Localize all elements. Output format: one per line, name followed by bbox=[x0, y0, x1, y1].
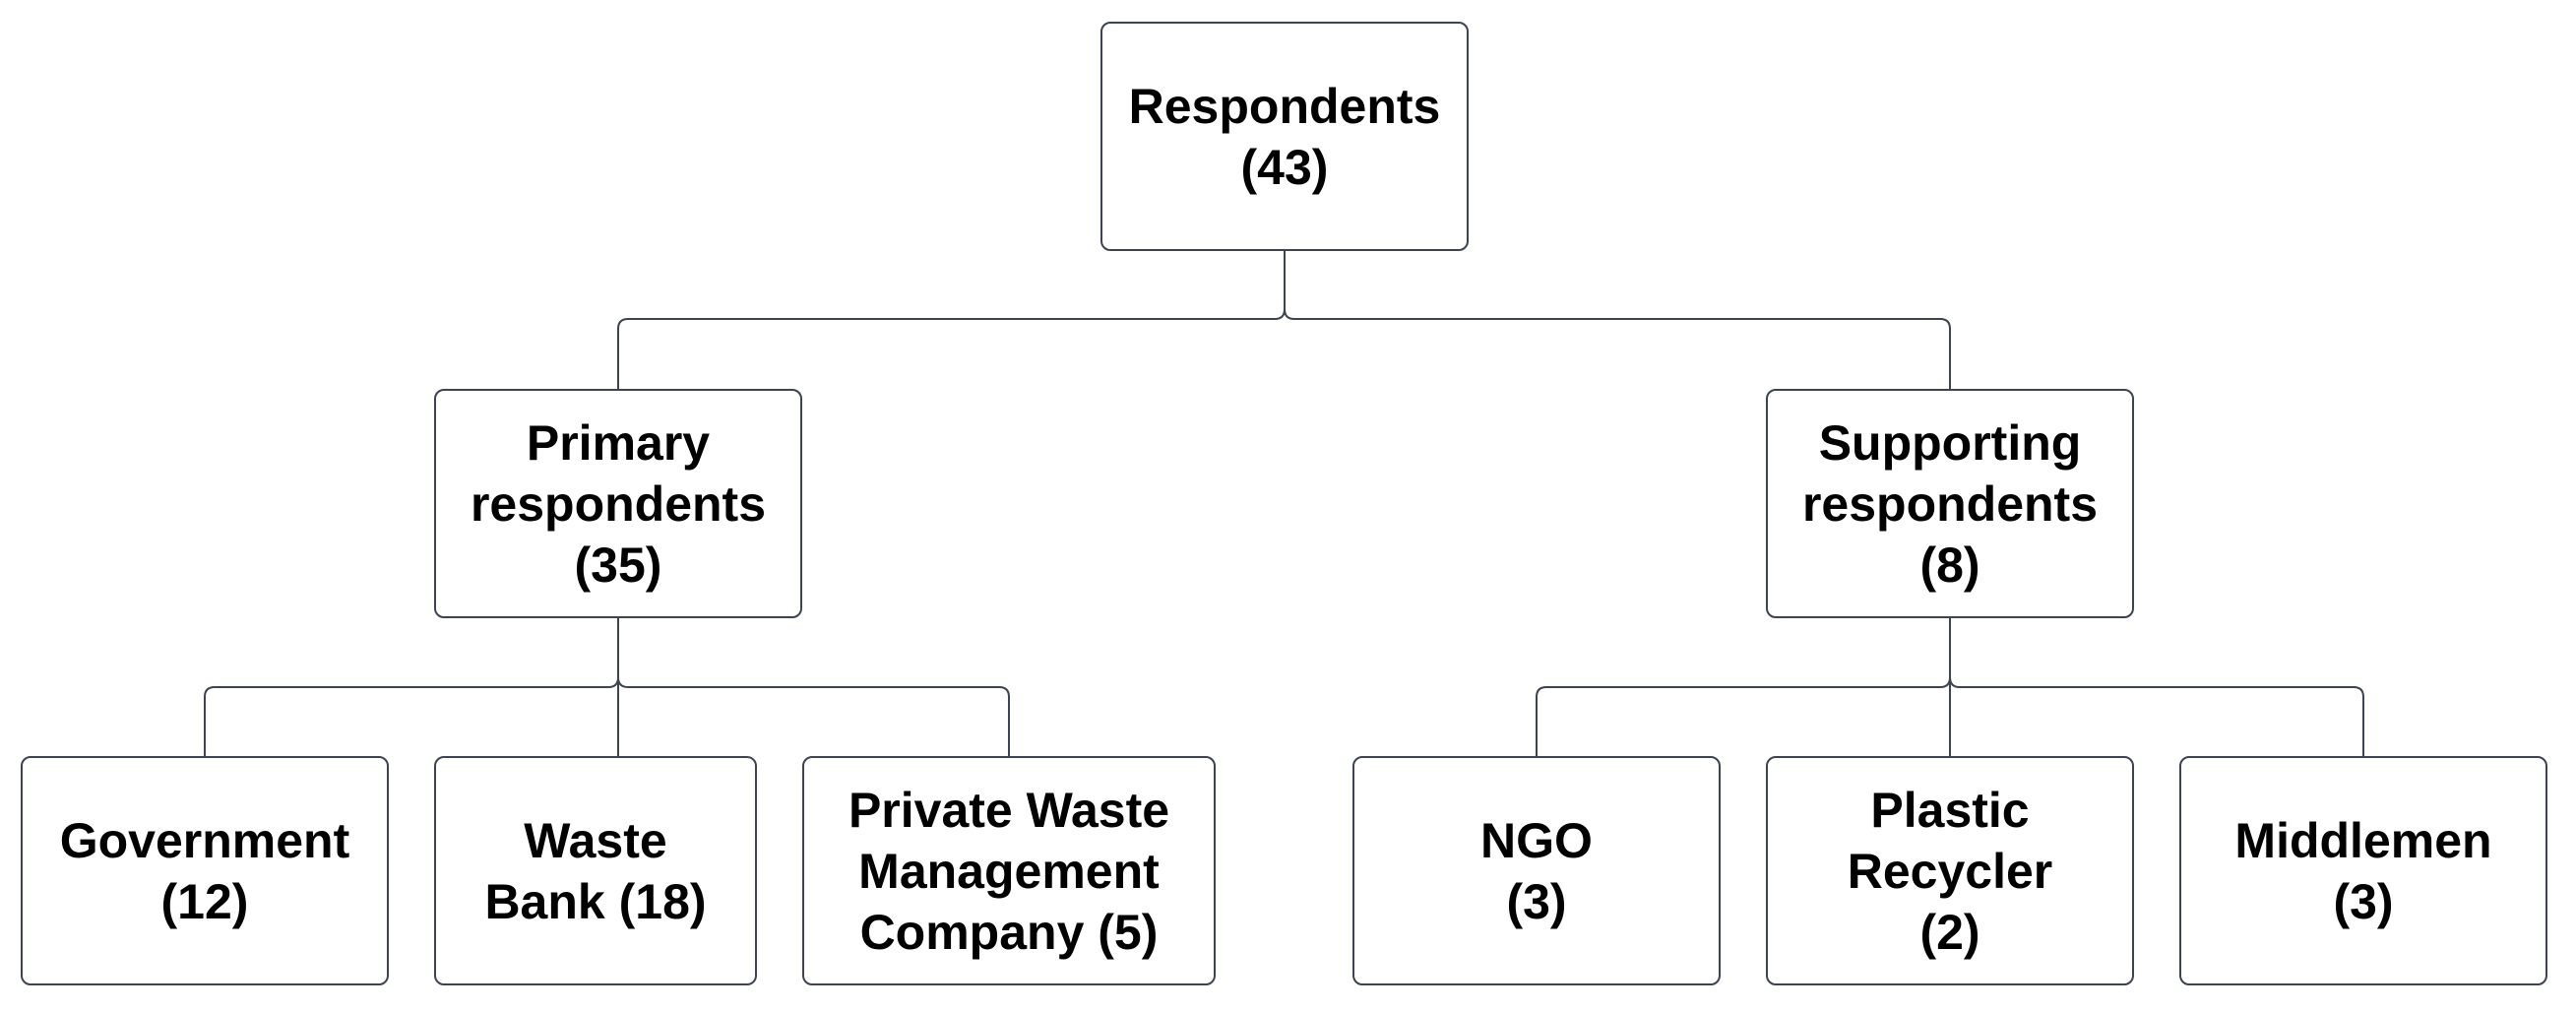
node-primary-respondents: Primary respondents (35) bbox=[434, 389, 802, 618]
node-supporting-respondents: Supporting respondents (8) bbox=[1766, 389, 2134, 618]
connector-supporting-middlemen bbox=[1949, 618, 2364, 756]
node-private-waste-management-company: Private Waste Management Company (5) bbox=[802, 756, 1216, 985]
connector-primary-government bbox=[204, 618, 619, 756]
node-ngo: NGO (3) bbox=[1352, 756, 1721, 985]
connector-root-supporting bbox=[1284, 251, 1951, 389]
node-waste-bank: Waste Bank (18) bbox=[434, 756, 757, 985]
connector-primary-private-waste bbox=[617, 618, 1010, 756]
node-government: Government (12) bbox=[21, 756, 389, 985]
node-respondents: Respondents (43) bbox=[1100, 22, 1469, 251]
connector-supporting-ngo bbox=[1536, 618, 1951, 756]
node-plastic-recycler: Plastic Recycler (2) bbox=[1766, 756, 2134, 985]
node-middlemen: Middlemen (3) bbox=[2179, 756, 2547, 985]
connector-root-primary bbox=[617, 251, 1286, 389]
